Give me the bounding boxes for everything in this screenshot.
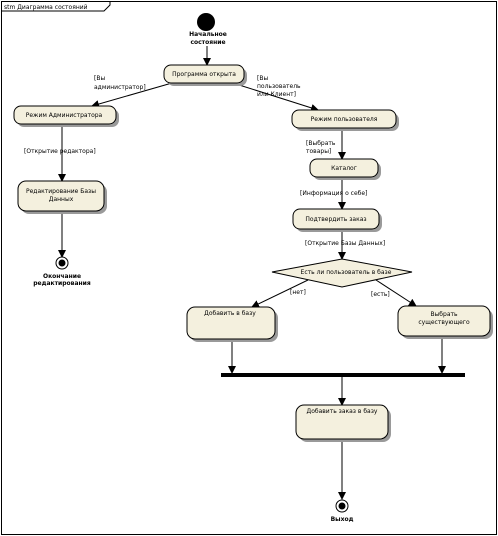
decision-label: Есть ли пользователь в базе [301, 269, 392, 276]
initial-node[interactable] [197, 13, 215, 31]
state-catalog-label: Каталог [331, 165, 357, 172]
state-user-mode[interactable] [291, 109, 397, 129]
guard-no: [нет] [290, 289, 306, 296]
final-edit-end-label-2: редактирования [33, 280, 91, 287]
state-admin-mode-label: Режим Администратора [26, 112, 103, 119]
edge-program-to-user [235, 83, 319, 112]
join-bar[interactable] [221, 373, 465, 377]
guard-open-editor: [Открытие редактора] [24, 148, 96, 155]
state-db-edit-label-2: Данных [49, 196, 74, 203]
guard-open-db: [Открытие Базы Данных] [305, 240, 385, 247]
state-confirm-order[interactable] [292, 208, 380, 230]
state-add-to-db[interactable] [186, 306, 276, 340]
frame-title: stm Диаграмма состояний [4, 4, 88, 11]
decision-node[interactable] [271, 258, 413, 288]
guard-select-goods-1: [Выбрать [306, 140, 336, 147]
state-user-mode-label: Режим пользователя [311, 116, 378, 123]
state-add-to-db-label: Добавить в базу [204, 310, 256, 317]
guard-admin-2: администратор] [94, 84, 146, 91]
final-node-edit-end-core [58, 259, 66, 267]
state-select-existing[interactable] [397, 305, 491, 337]
state-program-open-label: Программа открыта [172, 71, 236, 78]
state-select-existing-label-1: Выбрать [430, 311, 458, 318]
initial-label-1: Начальное [189, 31, 227, 38]
edge-decision-to-select [375, 279, 417, 307]
initial-label-2: состояние [190, 39, 225, 46]
guard-yes: [есть] [371, 291, 390, 298]
final-node-exit-core [338, 502, 346, 510]
state-confirm-order-label: Подтвердить заказ [305, 216, 366, 223]
state-add-order-to-db[interactable] [295, 404, 389, 440]
guard-info-about: [Информация о себе] [300, 190, 367, 197]
frame-title-tab [1, 1, 111, 12]
edge-program-to-admin [91, 82, 173, 108]
state-catalog[interactable] [309, 158, 379, 178]
state-select-existing-label-2: существующего [418, 319, 470, 326]
guard-user-1: [Вы [257, 75, 268, 82]
state-program-open[interactable] [163, 64, 245, 84]
guard-select-goods-2: товары] [306, 148, 331, 155]
state-add-order-to-db-label: Добавить заказ в базу [307, 408, 378, 415]
guard-user-3: или Клиент] [257, 91, 296, 98]
edge-decision-to-add [251, 279, 309, 308]
guard-user-2: пользователь [257, 83, 301, 90]
state-db-edit-label-1: Редактирование Базы [26, 188, 96, 195]
final-exit-label: Выход [331, 516, 354, 523]
state-db-edit[interactable] [17, 180, 105, 212]
state-admin-mode[interactable] [13, 105, 117, 125]
final-edit-end-label-1: Окончание [43, 273, 81, 280]
guard-admin-1: [Вы [94, 75, 105, 82]
